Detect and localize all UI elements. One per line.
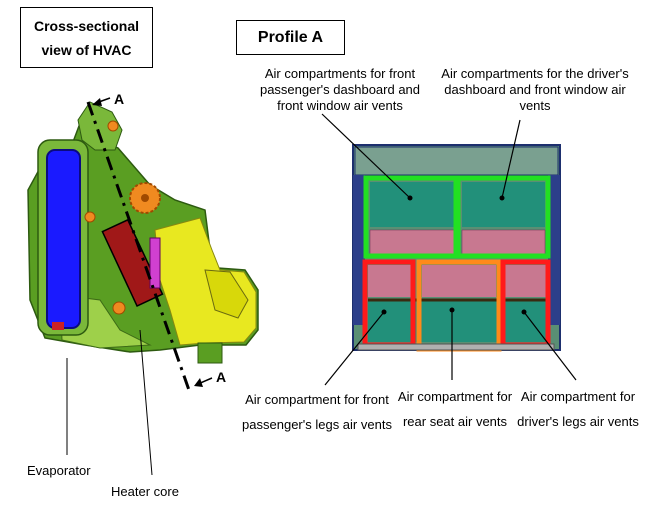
- section-marker-bottom: A: [216, 369, 227, 385]
- title-line-1: Cross-sectional: [33, 17, 140, 34]
- label-passenger-legs: Air compartment for front passenger's le…: [242, 392, 392, 432]
- driver-legs-pink: [505, 265, 547, 297]
- passenger-dash-dot: [407, 195, 413, 201]
- passenger-legs-dot: [381, 309, 387, 315]
- hvac-view-title: Cross-sectional view of HVAC: [20, 7, 153, 68]
- label-passenger-dashboard: Air compartments for front passenger's d…: [259, 66, 421, 113]
- driver-dash-fill: [462, 182, 545, 227]
- rear-seat-dot: [449, 307, 455, 313]
- ptc-heater: [149, 237, 161, 289]
- small-gear-1: [112, 301, 126, 315]
- heater-core: [101, 218, 164, 307]
- section-line-a: [86, 101, 192, 394]
- passenger-dash-fill: [370, 182, 455, 227]
- driver-dash-compartment: [455, 175, 551, 259]
- profile-right-rail: [548, 175, 560, 325]
- profile-top-panel: [354, 146, 559, 176]
- label-evaporator: Evaporator: [27, 463, 91, 478]
- profile-a-diagram: [321, 113, 577, 386]
- passenger-dash-leader: [321, 113, 411, 199]
- section-arrow-bottom: [194, 377, 213, 387]
- gear-actuator: [129, 182, 161, 214]
- label-driver-dashboard: Air compartments for the driver's dashbo…: [441, 66, 629, 113]
- label-heater-core: Heater core: [111, 484, 179, 499]
- driver-legs-leader: [523, 311, 577, 381]
- profile-title: Profile A: [236, 20, 345, 55]
- driver-legs-dot: [521, 309, 527, 315]
- small-gear-2: [84, 211, 96, 223]
- passenger-legs-leader: [324, 311, 385, 386]
- section-arrow-top: [92, 97, 111, 106]
- label-driver-legs: Air compartment for driver's legs air ve…: [517, 389, 639, 429]
- section-marker-top: A: [114, 91, 125, 107]
- title-line-2: view of HVAC: [41, 41, 132, 58]
- small-gear-3: [107, 120, 119, 132]
- driver-dash-leader: [501, 119, 521, 199]
- heater-core-leader: [139, 329, 153, 476]
- rear-seat-pink: [422, 265, 496, 297]
- bottom-outlet: [197, 342, 223, 364]
- blend-door: [204, 269, 249, 319]
- mid-band-left: [369, 229, 456, 255]
- hvac-cross-section: [27, 97, 259, 476]
- evaporator-drain: [52, 322, 64, 330]
- profile-bottom-flange: [357, 343, 555, 351]
- profile-left-rail: [353, 175, 365, 325]
- passenger-legs-pink: [368, 265, 413, 297]
- mid-band-right: [461, 229, 546, 255]
- lower-teal-band: [368, 300, 548, 342]
- evaporator: [46, 149, 81, 329]
- driver-dash-dot: [499, 195, 505, 201]
- label-rear-seat: Air compartment for rear seat air vents: [397, 389, 513, 429]
